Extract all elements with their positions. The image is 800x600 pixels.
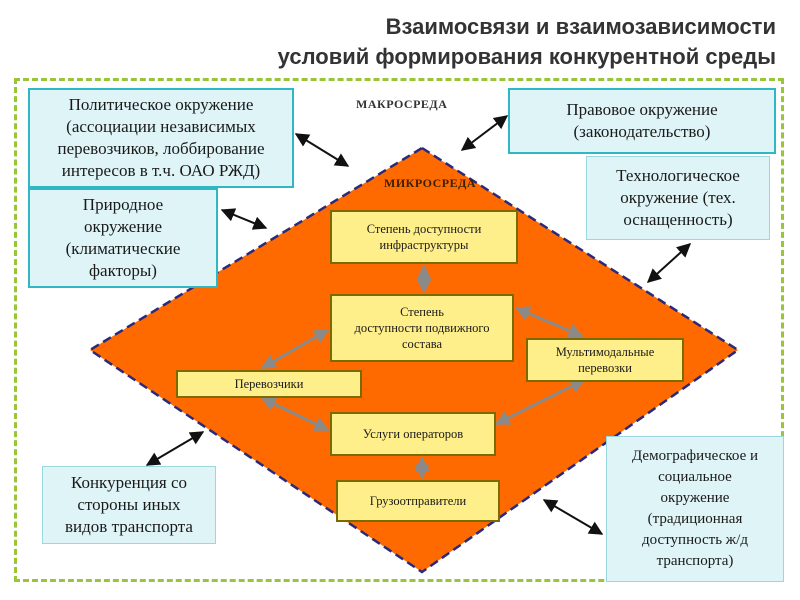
infrastructure-availability-box: Степень доступности инфраструктуры — [330, 210, 518, 264]
arrow-political — [294, 133, 350, 167]
arrow-operators-multimodal — [494, 378, 586, 426]
arrow-technological — [646, 243, 692, 283]
political-environment-box: Политическое окружение (ассоциации незав… — [28, 88, 294, 188]
arrow-rolling-multimodal — [514, 306, 584, 338]
arrow-natural — [220, 208, 268, 230]
macro-environment-frame — [14, 78, 784, 582]
arrow-carriers-rolling — [260, 328, 330, 370]
natural-environment-box: Природное окружение (климатические факто… — [28, 188, 218, 288]
arrow-competition — [145, 431, 205, 466]
operator-services-box: Услуги операторов — [330, 412, 496, 456]
shippers-box: Грузоотправители — [336, 480, 500, 522]
carriers-box: Перевозчики — [176, 370, 362, 398]
page-title: Взаимосвязи и взаимозависимости условий … — [278, 12, 776, 72]
rolling-stock-availability-box: Степень доступности подвижного состава — [330, 294, 514, 362]
arrow-demographic — [542, 499, 604, 535]
demographic-environment-box: Демографическое и социальное окружение (… — [606, 436, 784, 582]
arrow-legal — [460, 115, 509, 151]
title-line-1: Взаимосвязи и взаимозависимости — [385, 14, 776, 39]
micro-environment-label: МИКРОСРЕДА — [384, 176, 477, 190]
title-line-2: условий формирования конкурентной среды — [277, 44, 776, 69]
multimodal-transport-box: Мультимодальные перевозки — [526, 338, 684, 382]
legal-environment-box: Правовое окружение (законодательство) — [508, 88, 776, 154]
competition-box: Конкуренция со стороны иных видов трансп… — [42, 466, 216, 544]
arrow-carriers-operators — [260, 396, 330, 432]
macro-environment-label: МАКРОСРЕДА — [356, 97, 448, 111]
technological-environment-box: Технологическое окружение (тех. оснащенн… — [586, 156, 770, 240]
